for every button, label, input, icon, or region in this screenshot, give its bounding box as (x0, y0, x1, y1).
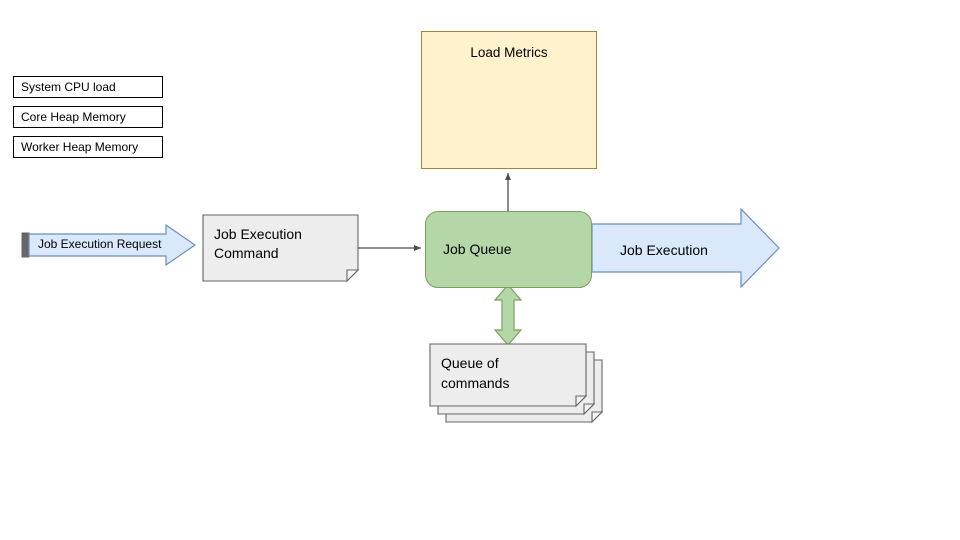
job-execution-command-shape (202, 214, 360, 283)
queue-of-commands-node[interactable]: Queue of commands (430, 344, 602, 424)
load-metrics-title: Load Metrics (470, 45, 548, 60)
job-execution-command-label: Job Execution Command (214, 225, 348, 263)
job-execution-request-arrow-label: Job Execution Request (38, 237, 162, 251)
load-metrics-panel[interactable]: Load Metrics (421, 31, 597, 169)
job-queue-node[interactable]: Job Queue (425, 211, 592, 288)
job-execution-request-arrow (21, 223, 197, 267)
metric-item-system-cpu-load[interactable]: System CPU load (13, 76, 163, 98)
queue-of-commands-line2: commands (441, 375, 510, 391)
job-execution-arrow (591, 207, 780, 289)
job-execution-command-node[interactable]: Job Execution Command (203, 215, 358, 281)
queue-of-commands-label: Queue of commands (441, 353, 509, 393)
queue-commands-double-arrow (493, 284, 523, 346)
queue-of-commands-stack (429, 343, 604, 424)
job-queue-label: Job Queue (443, 241, 512, 257)
job-execution-arrow-label: Job Execution (620, 242, 708, 258)
metric-item-worker-heap-memory[interactable]: Worker Heap Memory (13, 136, 163, 158)
metric-item-core-heap-memory[interactable]: Core Heap Memory (13, 106, 163, 128)
queue-of-commands-line1: Queue of (441, 355, 499, 371)
job-execution-command-line2: Command (214, 245, 279, 261)
job-execution-command-line1: Job Execution (214, 226, 302, 242)
